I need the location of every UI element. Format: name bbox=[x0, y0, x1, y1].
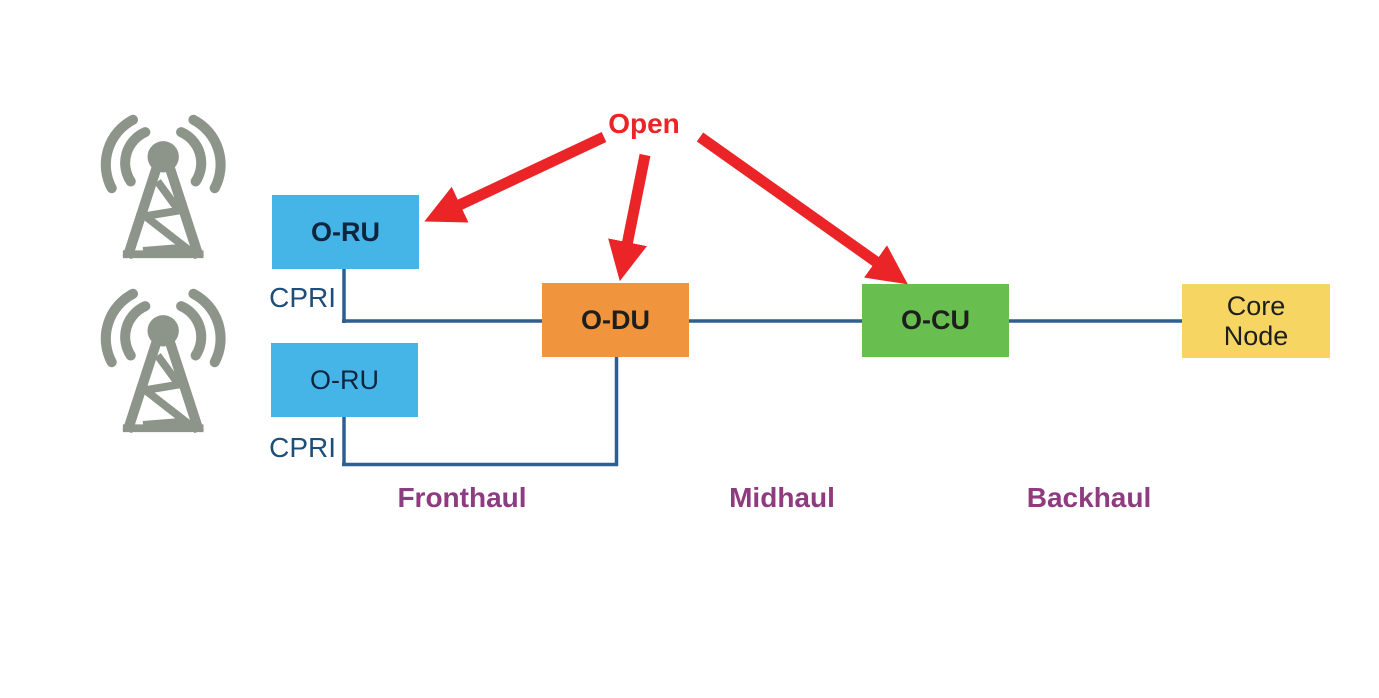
node-core: Core Node bbox=[1182, 284, 1330, 358]
node-o-du: O-DU bbox=[542, 283, 689, 357]
segment-label-backhaul: Backhaul bbox=[1026, 482, 1152, 513]
node-o-ru-bottom: O-RU bbox=[271, 343, 418, 417]
open-annotation: Open bbox=[608, 108, 680, 139]
segment-label-fronthaul: Fronthaul bbox=[397, 482, 527, 513]
node-o-ru-top-label: O-RU bbox=[311, 216, 380, 247]
open-arrow-to-oru bbox=[424, 132, 607, 223]
node-o-ru-bottom-label: O-RU bbox=[310, 364, 379, 395]
segment-label-midhaul: Midhaul bbox=[729, 482, 835, 513]
open-arrow-to-ocu bbox=[696, 132, 908, 285]
node-core-label: Core Node bbox=[1223, 290, 1289, 351]
interface-label-cpri-bottom: CPRI bbox=[269, 432, 336, 463]
node-o-cu: O-CU bbox=[862, 284, 1009, 357]
node-o-cu-label: O-CU bbox=[901, 305, 970, 336]
node-o-ru-top: O-RU bbox=[272, 195, 419, 269]
antenna-tower-icon-bottom bbox=[106, 294, 221, 432]
open-arrow-to-odu bbox=[608, 153, 651, 282]
antenna-tower-icon-top bbox=[106, 120, 221, 258]
interface-label-cpri-top: CPRI bbox=[269, 282, 336, 313]
node-o-du-label: O-DU bbox=[581, 304, 650, 335]
